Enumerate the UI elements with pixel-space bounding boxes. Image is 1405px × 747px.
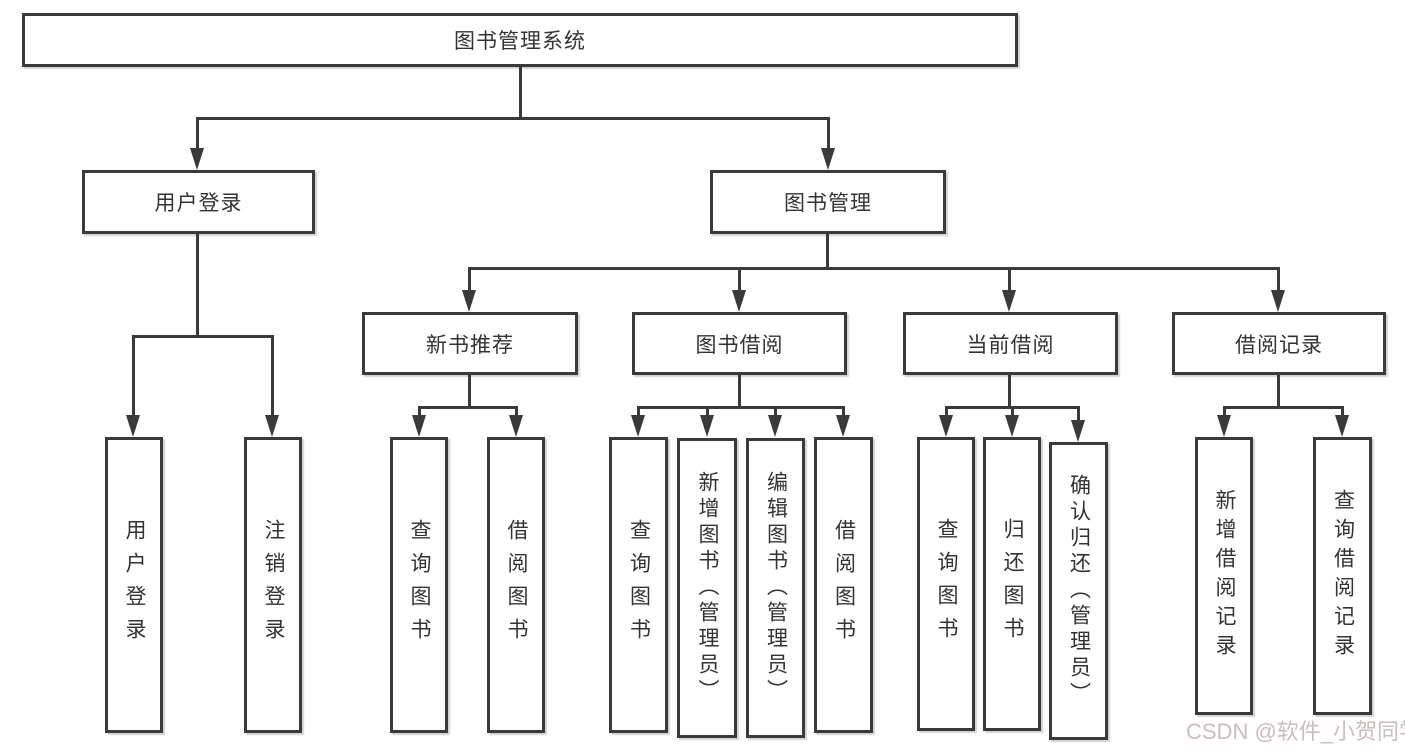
connector-drop	[842, 406, 845, 417]
leaf-user-login: 用户登录	[105, 437, 163, 733]
leaf-rec-query-book: 查询图书	[390, 437, 448, 733]
node-book-mgmt: 图书管理	[710, 170, 946, 234]
node-root-label: 图书管理系统	[454, 30, 586, 53]
arrow-down-icon	[1217, 415, 1231, 437]
leaf-cb-confirm-return-admin: 确认归还（管理员）	[1049, 442, 1108, 740]
leaf-rec-query-book-label: 查询图书	[408, 519, 431, 651]
leaf-rec-borrow-book-label: 借阅图书	[505, 519, 528, 651]
node-current-borrow: 当前借阅	[903, 312, 1118, 375]
arrow-down-icon	[768, 415, 782, 437]
connector-current-borrow-stem	[1008, 375, 1011, 409]
arrow-down-icon	[1335, 415, 1349, 437]
connector-borrow-record-stem	[1277, 375, 1280, 409]
connector-drop	[1077, 406, 1080, 422]
connector-drop-login	[132, 335, 135, 417]
connector-drop-borrow-record	[1277, 267, 1280, 292]
connector-drop-book-borrow	[738, 267, 741, 292]
connector-book-mgmt-rail	[468, 267, 1280, 270]
leaf-bb-borrow-book-label: 借阅图书	[832, 519, 856, 651]
connector-drop	[637, 406, 640, 417]
connector-drop	[515, 406, 518, 417]
arrow-down-icon	[126, 415, 140, 437]
node-current-borrow-label: 当前借阅	[966, 333, 1055, 357]
arrow-down-icon	[265, 415, 279, 437]
node-book-mgmt-label: 图书管理	[784, 192, 872, 215]
leaf-cb-query-book: 查询图书	[917, 437, 975, 731]
arrow-down-icon	[631, 415, 645, 437]
connector-drop-book-mgmt	[827, 117, 830, 150]
arrow-down-icon	[509, 415, 523, 437]
leaf-bb-edit-book-admin: 编辑图书（管理员）	[746, 438, 805, 738]
node-borrow-record: 借阅记录	[1172, 312, 1386, 375]
connector-book-borrow-rail	[637, 406, 845, 409]
leaf-br-add-record: 新增借阅记录	[1195, 437, 1253, 715]
arrow-down-icon	[462, 290, 476, 312]
connector-drop	[1223, 406, 1226, 417]
leaf-bb-query-book-label: 查询图书	[627, 519, 651, 651]
leaf-bb-add-book-admin: 新增图书（管理员）	[677, 438, 737, 738]
connector-drop-current-borrow	[1008, 267, 1011, 292]
arrow-down-icon	[1071, 420, 1085, 442]
arrow-down-icon	[190, 148, 204, 170]
connector-user-login-stem	[196, 234, 199, 338]
leaf-br-query-record: 查询借阅记录	[1313, 437, 1372, 715]
connector-drop	[1011, 406, 1014, 417]
node-root: 图书管理系统	[22, 13, 1018, 67]
arrow-down-icon	[1002, 290, 1016, 312]
node-book-borrow-label: 图书借阅	[695, 333, 784, 357]
leaf-rec-borrow-book: 借阅图书	[487, 437, 545, 733]
connector-user-login-rail	[132, 335, 274, 338]
arrow-down-icon	[939, 415, 953, 437]
arrow-down-icon	[1005, 415, 1019, 437]
connector-book-mgmt-stem	[826, 234, 829, 270]
connector-new-book-rec-stem	[468, 375, 471, 409]
leaf-bb-query-book: 查询图书	[609, 437, 668, 733]
leaf-cb-query-book-label: 查询图书	[935, 518, 958, 650]
connector-drop-new-book-rec	[468, 267, 471, 292]
arrow-down-icon	[700, 415, 714, 437]
leaf-bb-add-book-admin-label: 新增图书（管理员）	[696, 471, 719, 705]
node-new-book-rec-label: 新书推荐	[426, 333, 514, 357]
leaf-bb-borrow-book: 借阅图书	[814, 437, 873, 733]
leaf-br-add-record-label: 新增借阅记录	[1213, 489, 1236, 663]
connector-book-borrow-stem	[738, 375, 741, 409]
arrow-down-icon	[836, 415, 850, 437]
node-book-borrow: 图书借阅	[632, 312, 847, 375]
connector-root-rail	[196, 117, 830, 120]
connector-drop	[1341, 406, 1344, 417]
connector-drop-user-login	[196, 117, 199, 150]
leaf-cb-confirm-return-admin-label: 确认归还（管理员）	[1067, 474, 1091, 708]
connector-drop-logout	[271, 335, 274, 417]
leaf-br-query-record-label: 查询借阅记录	[1331, 489, 1355, 663]
leaf-cb-return-book-label: 归还图书	[1001, 518, 1024, 650]
leaf-bb-edit-book-admin-label: 编辑图书（管理员）	[764, 471, 788, 705]
connector-root-stem	[519, 67, 522, 118]
arrow-down-icon	[1271, 290, 1285, 312]
connector-borrow-record-rail	[1223, 406, 1344, 409]
leaf-logout: 注销登录	[244, 437, 302, 733]
node-borrow-record-label: 借阅记录	[1235, 333, 1323, 357]
node-new-book-rec: 新书推荐	[362, 312, 578, 375]
connector-drop	[418, 406, 421, 417]
arrow-down-icon	[821, 148, 835, 170]
connector-new-book-rec-rail	[418, 406, 518, 409]
arrow-down-icon	[732, 290, 746, 312]
arrow-down-icon	[412, 415, 426, 437]
node-user-login-label: 用户登录	[154, 192, 243, 215]
connector-drop	[706, 406, 709, 417]
connector-drop	[774, 406, 777, 417]
connector-drop	[945, 406, 948, 417]
leaf-cb-return-book: 归还图书	[983, 437, 1041, 731]
csdn-watermark: CSDN @软件_小贺同学	[1186, 719, 1405, 744]
node-user-login: 用户登录	[82, 170, 315, 234]
leaf-logout-label: 注销登录	[262, 519, 285, 651]
leaf-user-login-label: 用户登录	[123, 519, 146, 651]
